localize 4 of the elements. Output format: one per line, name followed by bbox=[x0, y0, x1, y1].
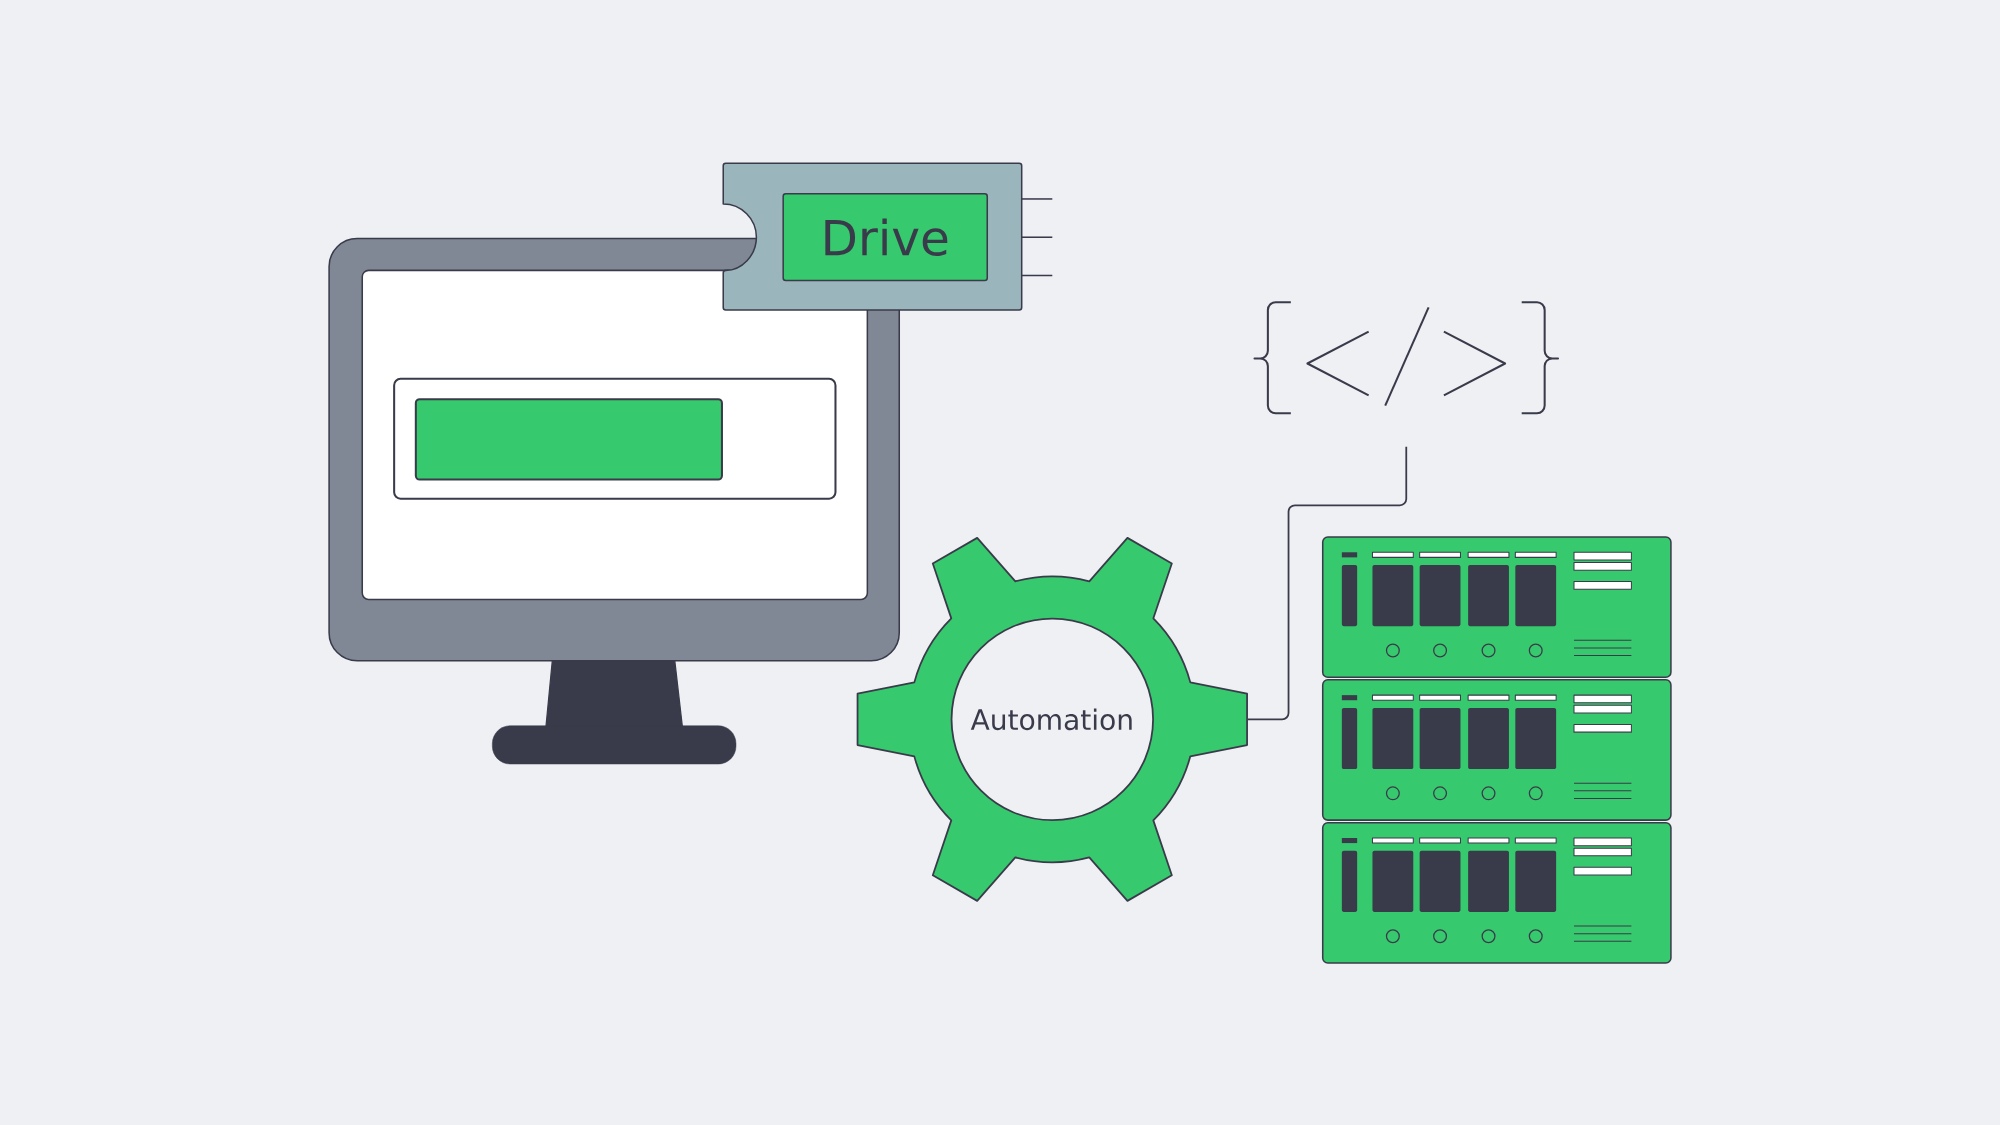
connector-line bbox=[1246, 445, 1408, 721]
code-symbol bbox=[1255, 301, 1558, 415]
gear: Automation bbox=[856, 536, 1248, 902]
drive-card: Drive bbox=[722, 162, 1054, 311]
